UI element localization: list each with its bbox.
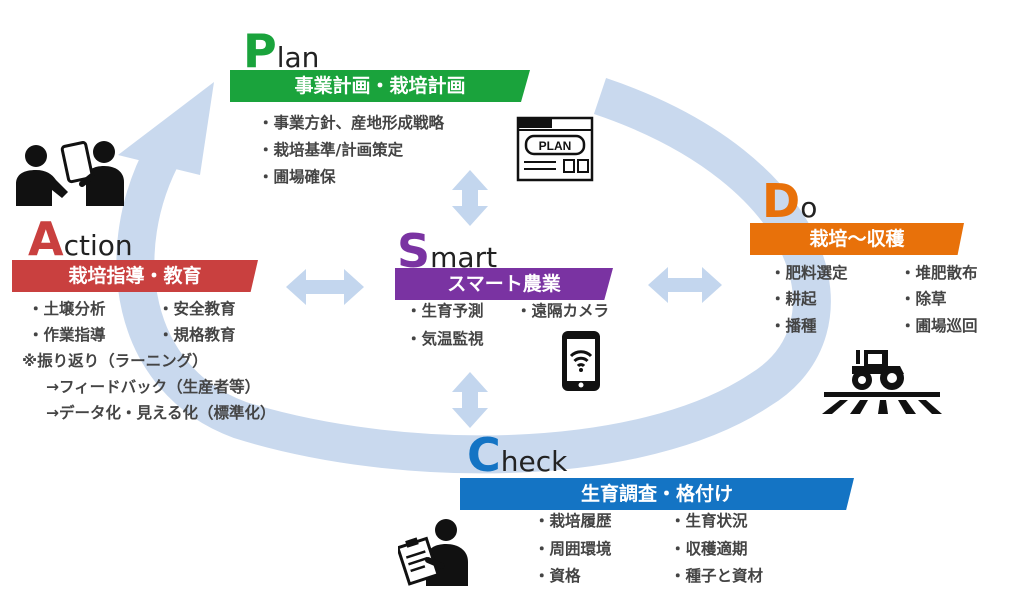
check-item: ・種子と資材 [670,567,764,585]
clipboard-inspector-icon [395,516,474,586]
do-heading: Do [762,178,817,224]
do-item: ・堆肥散布 [900,264,978,282]
action-item: ・規格教育 [158,326,236,344]
plan-heading-rest: lan [276,41,320,74]
do-heading-rest: o [800,191,818,224]
instructor-tablet-icon [16,140,126,206]
do-item: ・耕起 [770,290,817,308]
check-item: ・生育状況 [670,512,748,530]
action-item: ※振り返り（ラーニング） [22,352,208,370]
smart-initial: S [397,224,431,278]
action-item: ・安全教育 [158,300,236,318]
plan-item: ・圃場確保 [258,168,336,186]
do-initial: D [762,174,801,228]
smart-item: ・気温監視 [406,330,484,348]
action-item: ・土壌分析 [28,300,106,318]
plan-item: ・栽培基準/計画策定 [258,141,404,159]
smart-item: ・生育予測 [406,302,484,320]
do-banner: 栽培～収穫 [750,223,964,255]
smartphone-wifi-icon [556,330,606,392]
action-item: →データ化・見える化（標準化） [46,404,276,422]
smart-item: ・遠隔カメラ [516,302,610,320]
plan-banner: 事業計画・栽培計画 [230,70,530,102]
do-item: ・除草 [900,290,947,308]
tractor-icon [822,344,942,414]
action-item: ・作業指導 [28,326,106,344]
action-item: →フィードバック（生産者等） [46,378,261,396]
plan-initial: P [243,24,277,78]
do-item: ・圃場巡回 [900,317,978,335]
check-heading: Check [467,432,567,478]
arrow-action-smart [286,269,364,305]
plan-heading: Plan [243,28,319,74]
arrow-smart-check [452,372,488,428]
plan-item: ・事業方針、産地形成戦略 [258,114,445,132]
arrow-plan-smart [452,170,488,226]
smart-heading-rest: mart [430,241,498,274]
check-item: ・周囲環境 [534,540,612,558]
smart-banner: スマート農業 [395,268,613,300]
check-item: ・資格 [534,567,581,585]
plan-icon-label: PLAN [539,139,572,153]
do-item: ・肥料選定 [770,264,848,282]
check-initial: C [467,428,501,482]
plan-document-icon: PLAN [516,116,594,182]
check-item: ・栽培履歴 [534,512,612,530]
check-banner: 生育調査・格付け [460,478,854,510]
cycle-arrowhead [118,82,214,175]
smart-heading: Smart [397,228,497,274]
action-initial: A [28,212,64,266]
action-heading: Action [28,216,133,262]
check-heading-rest: heck [500,445,568,478]
arrow-smart-do [648,267,722,303]
action-heading-rest: ction [63,229,133,262]
do-item: ・播種 [770,317,817,335]
action-banner: 栽培指導・教育 [12,260,258,292]
smart-connector-arrows [286,170,722,428]
check-item: ・収穫適期 [670,540,748,558]
